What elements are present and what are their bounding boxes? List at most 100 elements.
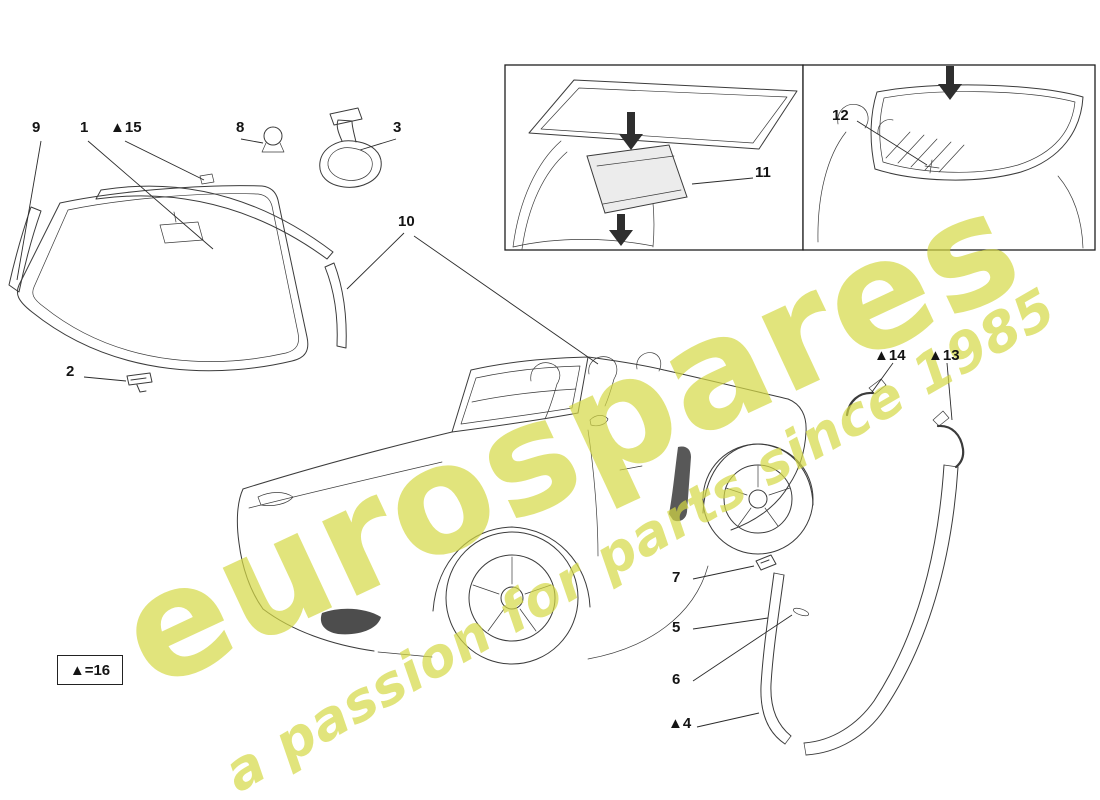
front-grille: [320, 608, 381, 635]
door-frame-curves: [512, 140, 655, 250]
leader-13: [946, 362, 953, 421]
leader-10-to-car: [413, 235, 599, 365]
rear-hub: [748, 489, 768, 509]
roll-hoop: [636, 352, 662, 372]
seat-sketch: [817, 104, 894, 243]
molding-top-strip: [95, 173, 334, 260]
dash-line: [471, 388, 577, 403]
front-hub: [500, 586, 524, 610]
leader-10: [346, 232, 405, 290]
inset-panel-right: [802, 64, 1096, 251]
down-arrow-icon: [619, 112, 643, 150]
callout-11: 11: [755, 164, 771, 181]
callout-14: ▲14: [874, 347, 906, 364]
callout-4: ▲4: [668, 715, 692, 732]
front-rim: [468, 554, 556, 642]
front-spokes: [472, 556, 552, 632]
mirror-mount-plate: [329, 107, 363, 126]
callout-5: 5: [672, 619, 681, 636]
seal-clip-7: [755, 554, 777, 571]
door-seal-group: [755, 378, 965, 756]
molding-right-lines: [324, 262, 347, 349]
quarter-trim-panel: [586, 144, 688, 214]
leader-9: [16, 140, 42, 281]
fender-line: [248, 461, 443, 509]
door-shut-line: [587, 429, 599, 557]
mirror-arm: [336, 119, 357, 143]
hood-line: [242, 431, 453, 490]
glass-sensor-cutout: [159, 211, 204, 244]
car-windshield: [451, 356, 589, 433]
front-wheel-arch: [432, 526, 591, 612]
leader-lines: [16, 138, 953, 728]
callout-7: 7: [672, 569, 681, 586]
door-aperture-seal-outer: [805, 466, 959, 756]
leader-8: [240, 138, 264, 144]
callout-8: 8: [236, 119, 245, 136]
callout-12: 12: [832, 107, 849, 124]
callout-2: 2: [66, 363, 75, 380]
callout-9: 9: [32, 119, 41, 136]
molding-left-strip: [8, 206, 42, 293]
molding-right-strip: [324, 262, 347, 349]
leader-1: [87, 140, 214, 250]
attachment-mark: [924, 159, 940, 174]
tail-line: [730, 398, 807, 531]
seal-pin-6: [792, 607, 810, 617]
clip-body: [126, 372, 153, 393]
leader-15: [124, 140, 205, 181]
nose-front: [236, 488, 264, 610]
callout-15: ▲15: [110, 119, 142, 136]
rear-rim: [723, 464, 793, 534]
mirror-glass-line: [327, 147, 373, 181]
sensor-body: [263, 126, 283, 146]
roof-panel-inner: [540, 87, 788, 144]
leader-4: [696, 712, 760, 728]
callout-3: 3: [393, 119, 402, 136]
leader-11: [691, 177, 754, 185]
molding-clip-15: [199, 173, 215, 185]
roof-panel-outline: [528, 79, 798, 150]
legend-label: ▲=16: [69, 661, 111, 679]
down-arrow-icon: [938, 66, 962, 100]
rear-tire: [702, 443, 814, 555]
side-vent: [669, 446, 691, 522]
rear-window-outline: [870, 84, 1084, 181]
pillar-seal-inner: [770, 574, 792, 737]
car-windshield-inner: [460, 365, 581, 425]
headlight: [257, 492, 294, 506]
callout-13: ▲13: [928, 347, 960, 364]
inset-panel-left: [504, 64, 804, 251]
pillar-seal-outer: [760, 572, 786, 745]
quarter-trim-folds: [596, 155, 682, 205]
sill-line: [377, 565, 709, 660]
seal-corner-13-tab: [932, 410, 950, 427]
car-illustration: [236, 352, 814, 665]
door-mirror: [589, 415, 609, 427]
front-bumper: [262, 608, 375, 652]
down-arrow-icon: [609, 214, 633, 246]
windshield-glass: [16, 185, 309, 372]
mirror-housing: [319, 140, 382, 188]
door-handle: [619, 465, 643, 471]
legend-box: ▲=16: [57, 655, 123, 685]
molding-left-lines: [8, 206, 42, 293]
leader-12: [856, 120, 928, 166]
glass-inner-outline: [32, 193, 299, 362]
glass-outer-outline: [16, 185, 309, 372]
leader-2: [83, 376, 127, 382]
callout-6: 6: [672, 671, 681, 688]
pillar-seal-caps: [773, 572, 792, 745]
front-tire: [445, 531, 579, 665]
rear-deck-line: [587, 356, 789, 400]
seat-headrest-1: [530, 362, 561, 420]
door-frame-hint: [1057, 175, 1084, 249]
leader-7: [692, 565, 755, 580]
glass-hatching: [885, 131, 965, 173]
seal-corner-13: [936, 424, 965, 469]
door-aperture-seal-caps: [803, 464, 959, 756]
door-aperture-seal-inner: [803, 464, 945, 744]
callout-10: 10: [398, 213, 415, 230]
